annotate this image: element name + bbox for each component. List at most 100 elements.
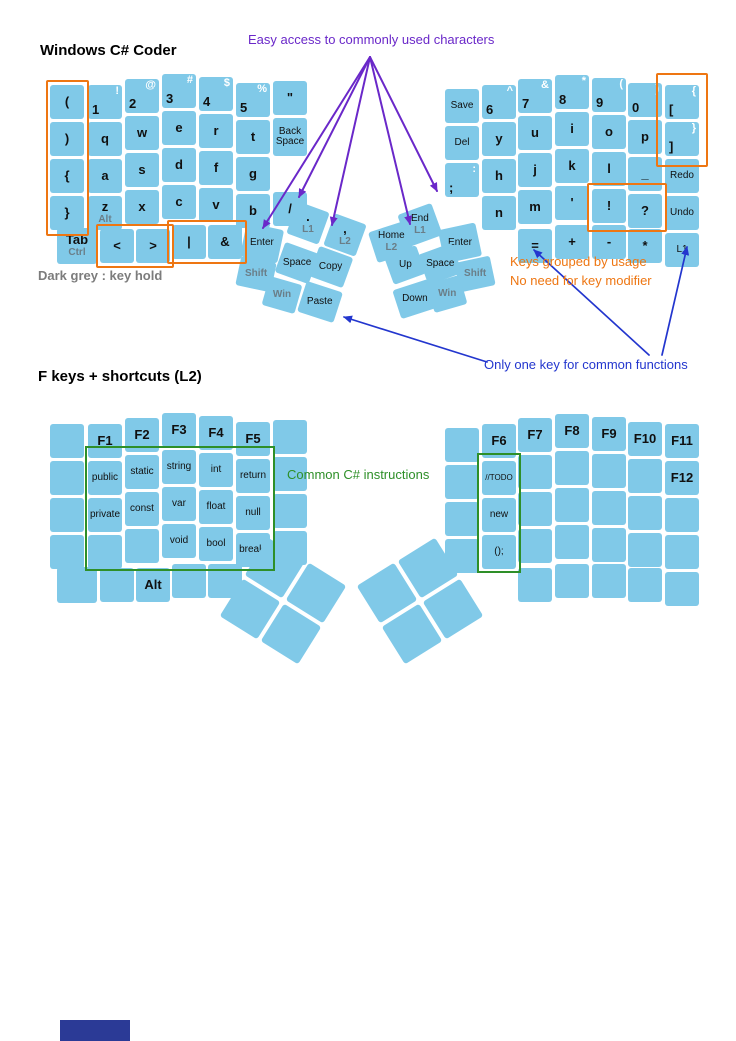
key-label: public [91,471,119,483]
key-label: F4 [208,425,224,441]
key-blank [445,465,479,499]
key-label: x [138,199,146,215]
key-label: } [64,205,70,221]
key-label: F3 [171,422,187,438]
key-label: Space [425,257,455,269]
key-f5: F5 [236,422,270,456]
key-c: c [162,185,196,219]
key-shift-label: } [691,122,696,134]
key-blank [518,568,552,602]
key-new: new [482,498,516,532]
key-label: + [568,234,576,250]
key-blank [88,535,122,569]
key-blank [125,529,159,563]
key-label: F9 [601,426,617,442]
key-blank [555,451,589,485]
key-label: m [529,199,541,215]
key-label: const [130,502,154,514]
key-1: 1! [88,85,122,119]
key-semicolon: ;: [445,163,479,197]
key-h: h [482,159,516,193]
key-backspace: Back Space [273,118,307,156]
key-blank [273,420,307,454]
key-8: 8* [555,75,589,109]
key-label: t [250,129,256,145]
key-bracket-close: ]} [665,122,699,156]
key-x: x [125,190,159,224]
key-float: float [199,490,233,524]
key-label: null [245,506,261,518]
key-label: //TODO [485,472,513,482]
key-label: Undo [670,206,694,218]
key-quote: " [273,81,307,115]
key-return: return [236,459,270,493]
key-label: p [641,129,649,145]
key-label: l [607,161,611,177]
key-label: Copy [319,260,343,272]
key-label: q [101,131,109,147]
key-blank [273,494,307,528]
key-blank [592,564,626,598]
key-label: Redo [670,169,694,181]
key-label: Win [437,287,457,299]
key-paste: Paste [296,280,344,324]
key-label: F1 [97,433,113,449]
highlight-box-parens-column [46,80,89,236]
key-question: ? [628,194,662,228]
key-f10: F10 [628,422,662,456]
key-var: var [162,487,196,521]
key-label: b [249,203,257,219]
key-blank [665,535,699,569]
key-t: t [236,120,270,154]
footer-bar [60,1020,130,1041]
key-label: [ [669,102,674,118]
key-label: (); [494,545,504,557]
key-label: Space [282,256,312,268]
key-label: private [89,508,120,520]
key-label: Win [272,288,292,300]
key-bool: bool [199,527,233,561]
key-label: F6 [491,433,507,449]
key-shift-label: & [541,79,549,91]
key-e: e [162,111,196,145]
key-y: y [482,122,516,156]
key-blank [50,498,84,532]
key-f9: F9 [592,417,626,451]
key-label: d [175,157,183,173]
key-label: n [495,205,503,221]
annotation-no-modifier: No need for key modifier [510,273,652,288]
annotation-common-csharp: Common C# instructions [287,467,430,482]
key-paren-open: ( [50,85,84,119]
key-label: string [166,460,192,472]
key-label: break; [239,543,267,555]
key-label: 0 [632,100,640,116]
key-label: Tab [65,232,89,248]
key-label: - [606,234,612,250]
key-label: = [531,238,539,254]
key-label: F10 [633,431,657,447]
key-label: & [220,234,230,250]
key-blank [445,502,479,536]
highlight-box-square-brackets [656,73,708,167]
key-r: r [199,114,233,148]
key-blank [555,488,589,522]
key-9: 9( [592,78,626,112]
key-label: s [138,162,146,178]
key-shift-label: # [186,74,193,86]
key-label: Enter [250,236,274,248]
key-j: j [518,153,552,187]
key-label: ? [641,203,649,219]
key-exclamation: ! [592,189,626,223]
key-blank [592,491,626,525]
key-blank [592,528,626,562]
key-brace-open: { [50,159,84,193]
key-blank [50,535,84,569]
note-key-hold: Dark grey : key hold [38,268,163,283]
key-w: w [125,116,159,150]
key-v: v [199,188,233,222]
key-label: var [172,497,186,509]
key-blank [100,568,134,602]
key-label: ! [606,198,612,214]
key-label: Shift [244,267,268,279]
key-label: " [286,90,294,106]
